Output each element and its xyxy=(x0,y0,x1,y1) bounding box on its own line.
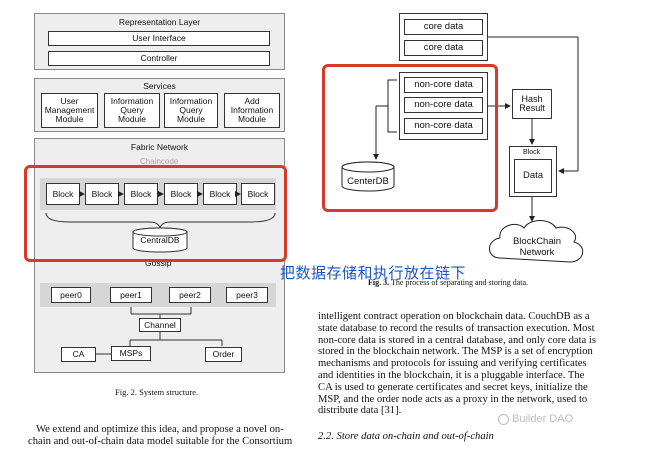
cloud-line-1: Network xyxy=(519,247,555,258)
module-3-line-1: Information xyxy=(230,105,274,116)
module-3-line-2: Module xyxy=(238,113,266,124)
center-db-label: CenterDB xyxy=(347,176,389,187)
module-0-line-0: User xyxy=(60,96,79,107)
module-1-line-1: Query xyxy=(120,105,144,116)
right-text-line-0: intelligent contract operation on blockc… xyxy=(318,311,590,322)
peer-box-3: peer3 xyxy=(226,287,268,303)
central-db-label: CentralDB xyxy=(140,235,180,245)
right-text-line-2: non-core data is stored in a central dat… xyxy=(318,334,596,346)
module-box-1: Information Query Module xyxy=(104,93,160,128)
block-box-5: Block xyxy=(241,183,275,205)
module-box-0: User Management Module xyxy=(41,93,98,128)
channel-box: Channel xyxy=(139,318,181,332)
right-text-line-6: CA is used to generate certificates and … xyxy=(318,381,588,393)
core-data-box-0: core data xyxy=(404,19,483,35)
controller-box: Controller xyxy=(48,51,270,66)
left-figure-caption: Fig. 2. System structure. xyxy=(115,387,199,397)
hash-result-box: Hash Result xyxy=(512,89,552,119)
block-container-label: Block xyxy=(523,149,541,156)
representation-layer-title: Representation Layer xyxy=(118,17,201,27)
peer-box-1: peer1 xyxy=(110,287,152,303)
block-box-2: Block xyxy=(124,183,158,205)
section-heading: 2.2. Store data on-chain and out-of-chai… xyxy=(318,431,494,442)
msps-box: MSPs xyxy=(111,346,151,361)
chinese-overlay-annotation: 把数据存储和执行放在链下 xyxy=(280,264,467,282)
right-text-line-8: distribute data [31]. xyxy=(318,405,402,417)
blockchain-network-label: BlockChain Network xyxy=(498,236,576,258)
non-core-data-box-0: non-core data xyxy=(404,77,483,93)
peer-box-2: peer2 xyxy=(169,287,211,303)
block-box-1: Block xyxy=(85,183,119,205)
non-core-data-box-1: non-core data xyxy=(404,97,483,113)
gossip-label: Gossip xyxy=(145,258,172,268)
hash-result-line-1: Result xyxy=(519,103,545,113)
left-highlight-frame xyxy=(24,165,287,262)
fabric-network-title: Fabric Network xyxy=(130,142,189,152)
watermark: Builder DAO xyxy=(498,413,573,425)
watermark-text: Builder DAO xyxy=(512,413,574,425)
right-figure-caption: Fig. 3. The process of separating and st… xyxy=(368,278,528,287)
chaincode-faded-label: Chaincode xyxy=(140,157,179,166)
non-core-data-box-2: non-core data xyxy=(404,118,483,134)
ca-box: CA xyxy=(61,347,96,362)
peer-box-0: peer0 xyxy=(51,287,91,303)
left-text-line-0: We extend and optimize this idea, and pr… xyxy=(36,424,284,435)
left-column-text: We extend and optimize this idea, and pr… xyxy=(28,424,300,448)
module-2-line-0: Information xyxy=(169,96,213,107)
module-box-2: Information Query Module xyxy=(164,93,218,128)
module-box-3: Add Information Module xyxy=(224,93,280,128)
right-text-line-7: MSP, and the order node acts as a proxy … xyxy=(318,393,588,405)
right-column-text: intelligent contract operation on blockc… xyxy=(318,311,624,417)
module-0-line-2: Module xyxy=(55,113,84,124)
module-2-line-1: Query xyxy=(179,105,203,116)
left-text-line-1: chain and out-of-chain data model suitab… xyxy=(28,435,293,447)
module-3-line-0: Add xyxy=(244,96,260,107)
module-0-line-1: Management xyxy=(44,105,95,116)
right-highlight-frame xyxy=(322,64,498,212)
right-text-line-3: stored in the blockchain network. The MS… xyxy=(318,346,593,358)
module-1-line-2: Module xyxy=(118,113,146,124)
cloud-line-0: BlockChain xyxy=(512,236,562,247)
watermark-logo-icon xyxy=(498,413,509,425)
services-title: Services xyxy=(143,81,176,91)
module-1-line-0: Information xyxy=(110,96,154,107)
core-data-box-1: core data xyxy=(404,40,483,56)
order-box: Order xyxy=(205,347,242,362)
right-caption-text: The process of separating and storing da… xyxy=(390,278,529,287)
right-caption-label: Fig. 3. xyxy=(368,278,390,287)
hash-result-line-0: Hash xyxy=(521,93,543,104)
module-2-line-2: Module xyxy=(177,113,205,124)
right-text-line-4: mechanisms and protocols for issuing and… xyxy=(318,358,587,370)
right-text-line-1: state database to record the results of … xyxy=(318,322,595,334)
data-box: Data xyxy=(514,159,552,193)
right-text-line-5: and identities in the blockchain, it is … xyxy=(318,369,585,381)
user-interface-box: User Interface xyxy=(48,31,270,46)
